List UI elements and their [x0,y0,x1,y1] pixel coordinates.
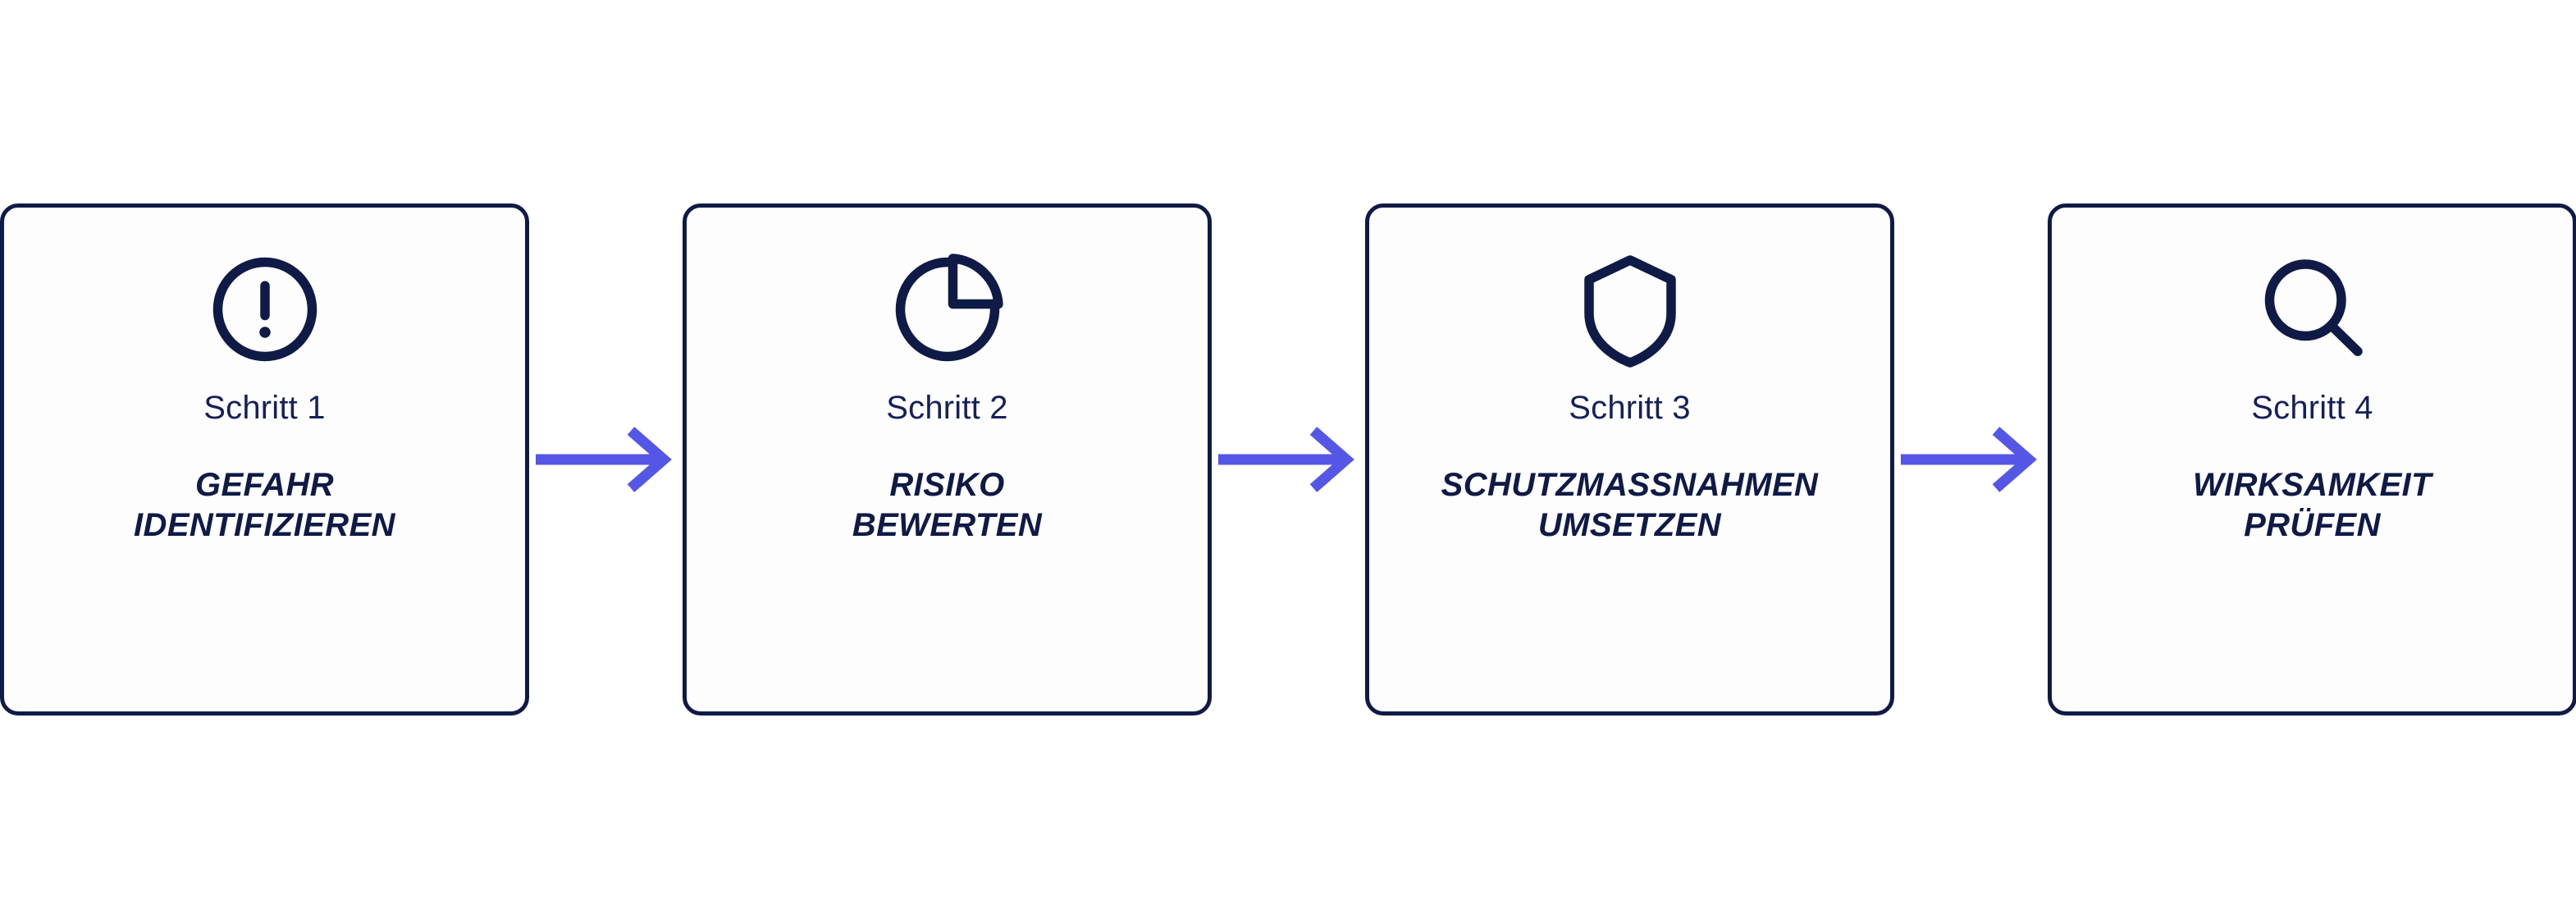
pie-chart-icon [880,242,1015,377]
step-title-line: RISIKO [889,467,1005,503]
step-title-line: BEWERTEN [852,506,1043,543]
step-label-1: Schritt 1 [203,390,326,426]
step-title-2: RISIKO BEWERTEN [841,465,1053,546]
step-card-1[interactable]: Schritt 1 GEFAHR IDENTIFIZIEREN [0,203,529,716]
step-card-4[interactable]: Schritt 4 WIRKSAMKEIT PRÜFEN [2048,203,2576,716]
step-title-4: WIRKSAMKEIT PRÜFEN [2181,465,2443,546]
step-title-3: SCHUTZMAßNAHMEN UMSETZEN [1430,465,1830,546]
shield-icon [1563,242,1697,377]
step-title-line: UMSETZEN [1537,506,1722,543]
arrow-right-icon [1217,427,1354,492]
step-title-line: WIRKSAMKEIT [2192,467,2432,503]
step-card-2[interactable]: Schritt 2 RISIKO BEWERTEN [683,203,1212,716]
step-title-line: PRÜFEN [2244,506,2381,543]
connector-1 [529,203,683,716]
step-label-3: Schritt 3 [1569,390,1691,426]
step-title-line: IDENTIFIZIEREN [134,506,395,543]
magnifier-icon [2245,242,2380,377]
step-label-4: Schritt 4 [2251,390,2373,426]
step-title-line: GEFAHR [194,467,335,503]
step-card-3[interactable]: Schritt 3 SCHUTZMAßNAHMEN UMSETZEN [1365,203,1894,716]
connector-3 [1894,203,2048,716]
step-title-line: SCHUTZMAßNAHMEN [1441,467,1819,503]
step-label-2: Schritt 2 [886,390,1008,426]
arrow-right-icon [1900,427,2037,492]
connector-2 [1212,203,1365,716]
exclamation-circle-icon [198,242,332,377]
arrow-right-icon [535,427,672,492]
step-title-1: GEFAHR IDENTIFIZIEREN [122,465,407,546]
step-row: Schritt 1 GEFAHR IDENTIFIZIEREN [0,203,2576,716]
